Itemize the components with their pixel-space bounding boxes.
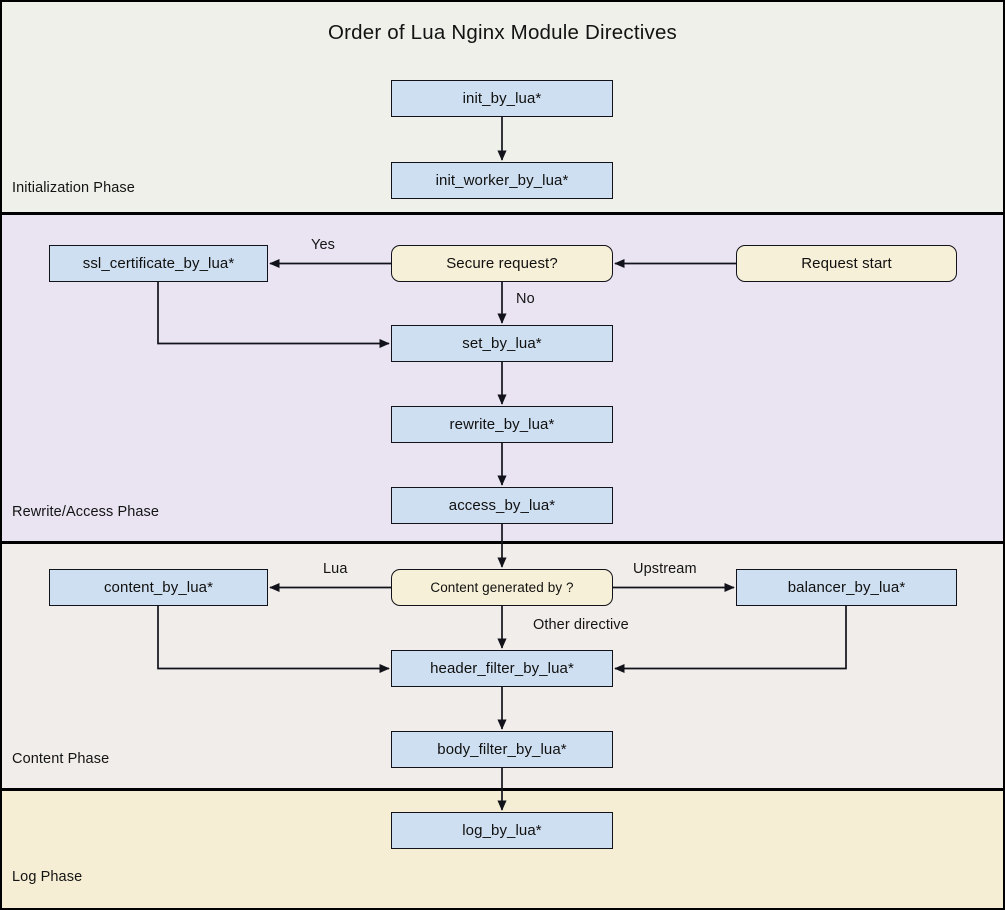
node-label: ssl_certificate_by_lua* [82, 255, 235, 272]
node-request_start[interactable]: Request start [736, 245, 957, 282]
edge-label-other-directive: Other directive [533, 617, 629, 633]
node-label: Secure request? [446, 255, 558, 272]
node-label: header_filter_by_lua* [430, 660, 574, 677]
node-rewrite_by_lua[interactable]: rewrite_by_lua* [391, 406, 613, 443]
phase-label-log: Log Phase [12, 869, 83, 885]
node-balancer_by_lua[interactable]: balancer_by_lua* [736, 569, 957, 606]
node-label: Request start [801, 255, 892, 272]
node-access_by_lua[interactable]: access_by_lua* [391, 487, 613, 524]
page-title: Order of Lua Nginx Module Directives [327, 21, 677, 44]
node-header_filter[interactable]: header_filter_by_lua* [391, 650, 613, 687]
node-label: balancer_by_lua* [787, 579, 906, 596]
node-body_filter[interactable]: body_filter_by_lua* [391, 731, 613, 768]
node-label: rewrite_by_lua* [449, 416, 555, 433]
edge-label-upstream: Upstream [633, 561, 697, 577]
node-label: init_by_lua* [462, 90, 542, 107]
node-label: Content generated by ? [430, 580, 574, 595]
edge-label-no: No [516, 291, 535, 307]
node-init_worker[interactable]: init_worker_by_lua* [391, 162, 613, 199]
node-ssl_certificate[interactable]: ssl_certificate_by_lua* [49, 245, 268, 282]
node-label: access_by_lua* [448, 497, 556, 514]
node-label: log_by_lua* [462, 822, 542, 839]
phase-label-initialization: Initialization Phase [12, 180, 135, 196]
node-label: content_by_lua* [103, 579, 214, 596]
node-init_by_lua[interactable]: init_by_lua* [391, 80, 613, 117]
node-content_by_lua[interactable]: content_by_lua* [49, 569, 268, 606]
phase-band-log [0, 789, 1005, 910]
node-secure_request[interactable]: Secure request? [391, 245, 613, 282]
node-label: set_by_lua* [462, 335, 542, 352]
node-label: init_worker_by_lua* [435, 172, 569, 189]
node-set_by_lua[interactable]: set_by_lua* [391, 325, 613, 362]
edge-label-yes: Yes [311, 237, 335, 253]
edge-label-lua: Lua [323, 561, 348, 577]
node-content_generated[interactable]: Content generated by ? [391, 569, 613, 606]
node-log_by_lua[interactable]: log_by_lua* [391, 812, 613, 849]
phase-label-content: Content Phase [12, 751, 110, 767]
node-label: body_filter_by_lua* [437, 741, 567, 758]
phase-label-rewrite-access: Rewrite/Access Phase [12, 504, 160, 520]
